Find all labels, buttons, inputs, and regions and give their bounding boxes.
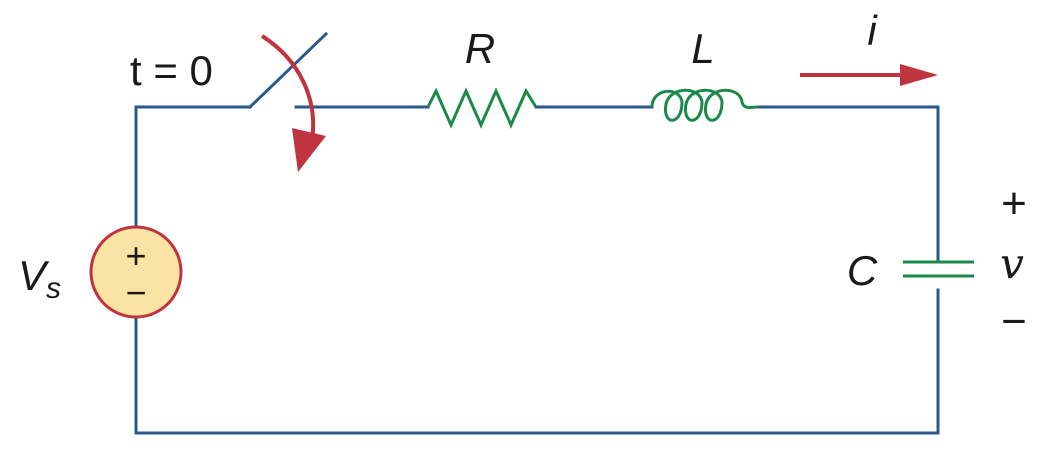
inductor-label: L	[691, 25, 714, 72]
wire-bottom	[134, 288, 940, 435]
wire-inductor-right	[756, 105, 940, 262]
current-label: i	[867, 7, 878, 54]
switch-arrow-head	[292, 128, 326, 172]
capacitor-symbol	[903, 260, 974, 278]
capacitor-plus-label: +	[1001, 179, 1027, 228]
switch-blade	[247, 31, 329, 110]
voltage-source-circle	[89, 225, 183, 319]
source-label: Vs	[18, 252, 61, 305]
switch-time-label: t = 0	[130, 47, 213, 94]
wires	[134, 31, 940, 435]
voltage-source: + −	[89, 225, 183, 319]
capacitor-voltage-label: v	[1000, 239, 1024, 288]
capacitor-label: C	[847, 247, 878, 294]
resistor-label: R	[465, 25, 495, 72]
switch-arrow-curve	[260, 34, 316, 141]
current-arrow	[800, 64, 938, 86]
source-label-main: V	[18, 252, 50, 299]
switch-arrow	[260, 34, 326, 172]
source-minus-sign: −	[125, 272, 146, 313]
source-plus-sign: +	[125, 235, 146, 276]
capacitor-minus-label: −	[1001, 297, 1027, 346]
resistor-symbol	[426, 87, 538, 129]
current-arrow-head	[900, 64, 938, 86]
inductor-symbol	[650, 88, 759, 122]
source-label-subscript: s	[46, 272, 61, 305]
